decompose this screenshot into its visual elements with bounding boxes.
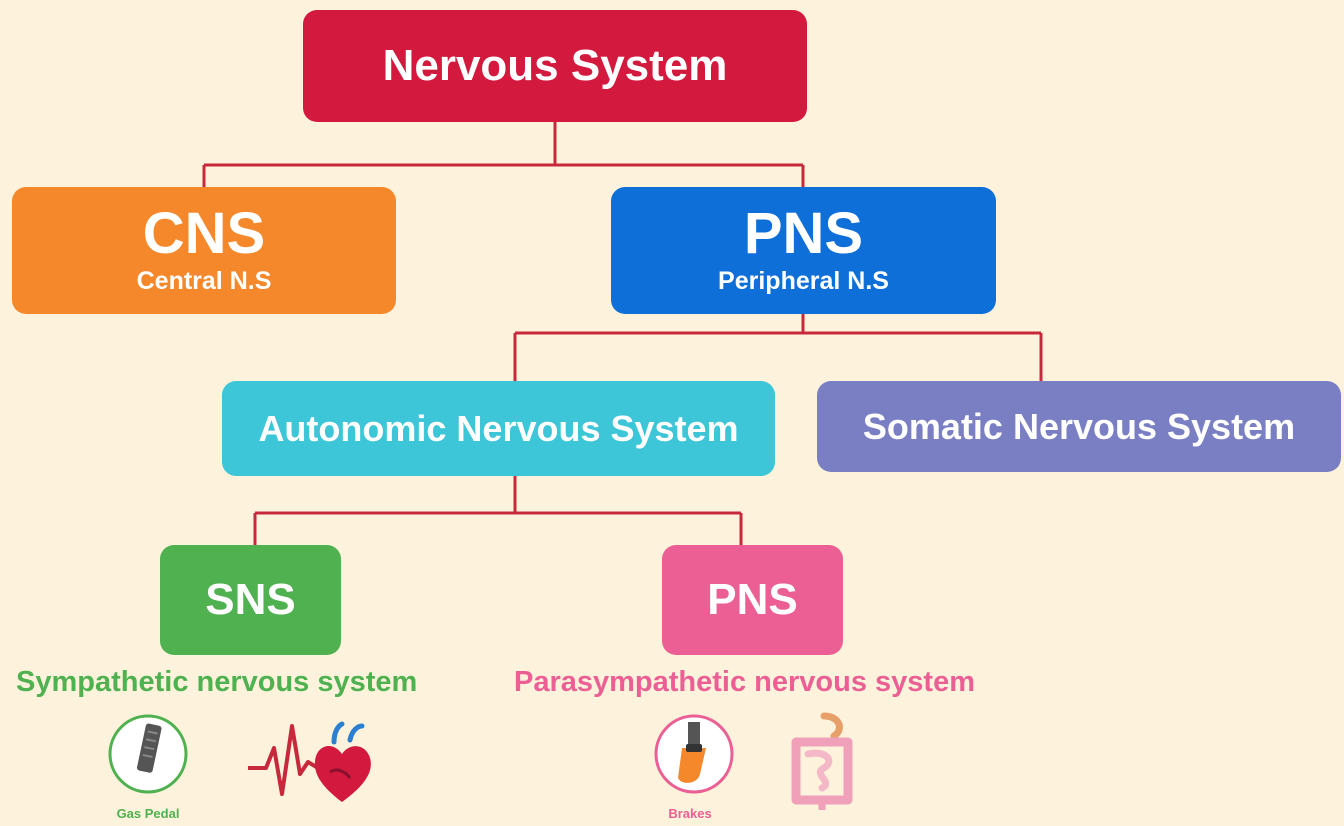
autonomic-label: Autonomic Nervous System xyxy=(258,407,739,449)
heartbeat-heart-icon xyxy=(248,721,371,802)
connector-root-to-level1 xyxy=(202,122,805,187)
sympathetic-caption: Sympathetic nervous system xyxy=(16,666,418,698)
sns-abbreviation: SNS xyxy=(205,575,296,624)
autonomic-nervous-system-node: Autonomic Nervous System xyxy=(222,381,775,476)
somatic-nervous-system-node: Somatic Nervous System xyxy=(817,381,1341,472)
pns-abbreviation: PNS xyxy=(743,201,864,266)
somatic-label: Somatic Nervous System xyxy=(862,405,1296,447)
cns-full-name: Central N.S xyxy=(136,267,272,295)
pns-node: PNS Peripheral N.S xyxy=(611,187,996,314)
parasympathetic-node: PNS xyxy=(662,545,843,655)
brakes-label: Brakes xyxy=(668,806,712,821)
nervous-system-label: Nervous System xyxy=(382,41,728,90)
connector-ans-to-level3 xyxy=(253,476,743,545)
parasympathetic-caption: Parasympathetic nervous system xyxy=(514,666,975,698)
brake-pedal-icon xyxy=(654,714,734,794)
sns-node: SNS xyxy=(160,545,341,655)
gas-pedal-label: Gas Pedal xyxy=(116,806,180,821)
gas-pedal-icon xyxy=(108,714,188,794)
connector-pns-to-level2 xyxy=(513,314,1043,381)
intestines-icon xyxy=(791,712,853,810)
parasympathetic-abbreviation: PNS xyxy=(707,575,798,624)
cns-node: CNS Central N.S xyxy=(12,187,396,314)
pns-full-name: Peripheral N.S xyxy=(718,267,889,295)
cns-abbreviation: CNS xyxy=(142,201,266,266)
nervous-system-node: Nervous System xyxy=(303,10,807,122)
